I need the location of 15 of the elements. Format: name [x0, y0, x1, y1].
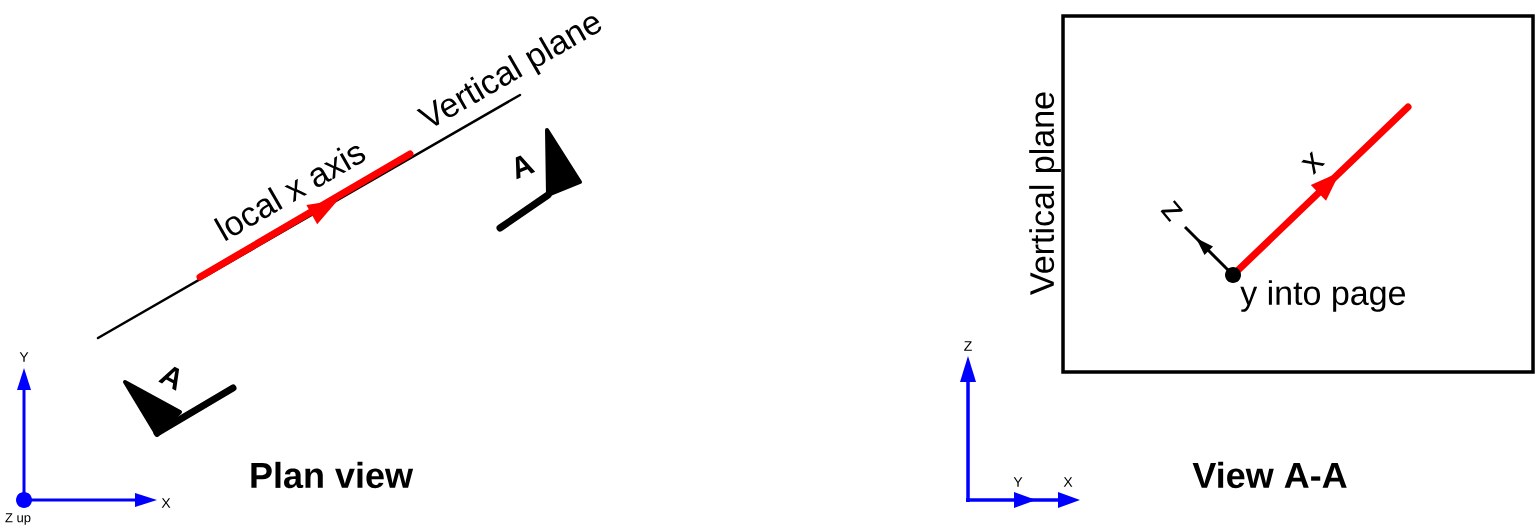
- section-letter: A: [515, 155, 536, 180]
- axis-label: X: [161, 498, 171, 508]
- view-title: Plan view: [251, 461, 414, 489]
- plane-label: Vertical plane: [1029, 92, 1061, 295]
- axis-label: Z up: [5, 513, 31, 525]
- axis-label: Z: [964, 341, 972, 351]
- axis-label: X: [1063, 477, 1073, 487]
- axis-label: z: [1160, 200, 1184, 222]
- axis-label: x: [1301, 151, 1326, 176]
- axis-label: y into page: [1240, 280, 1405, 312]
- axis-label: Y: [19, 352, 29, 362]
- text-label: local x axis: [213, 146, 366, 241]
- axis-label: Y: [1013, 477, 1023, 487]
- section-letter: A: [158, 366, 180, 391]
- view-title: View A-A: [1192, 461, 1347, 489]
